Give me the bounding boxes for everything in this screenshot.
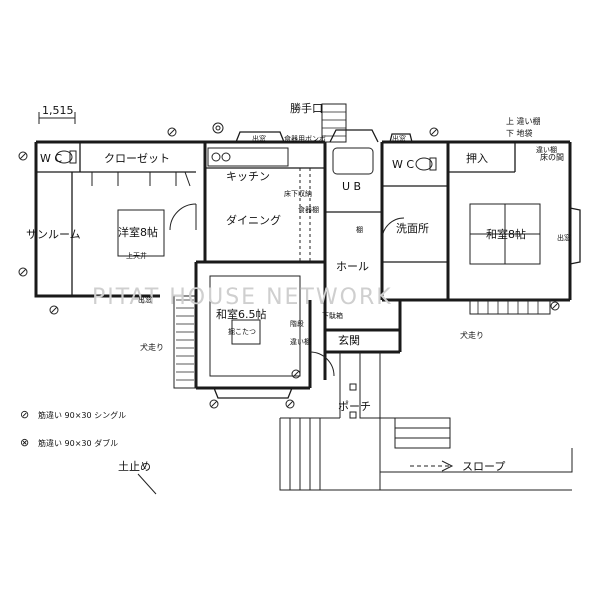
note-kaidan: 階段 [290,319,304,328]
note-chigaidana-right: 違い棚 [536,145,557,154]
note-horikotatsu: 掘こたつ [228,327,256,336]
label-genkan: 玄関 [338,333,360,347]
label-washitsu-center: 和室6.5帖 [216,307,267,321]
exterior-walls [34,140,572,390]
tatami-right [469,203,541,265]
door-swings [169,203,405,377]
note-dish-cabinet: 食器用ボンボ [284,134,326,143]
hatched-bands [173,103,551,389]
label-porch: ポーチ [338,400,371,413]
label-youshitsu: 洋室8帖 [118,225,158,239]
note-tenjou: 上天井 [126,251,147,260]
note-chigaidana-center: 違い棚 [290,337,311,346]
label-dining: ダイニング [226,213,281,227]
closet-doors [91,171,191,187]
note-tana: 棚 [356,225,363,234]
legend: ⊘ 筋違い 90×30 シングル ⊗ 筋違い 90×30 ダブル [20,408,126,449]
label-wc-left: W C [40,152,62,165]
note-demado-top-right: 出窓 [392,134,406,143]
tsuchidome-leader [137,473,157,495]
kitchen-fixtures [207,147,374,175]
note-demado-right: 出窓 [557,233,571,242]
legend-symbol-double: ⊗ [20,436,29,449]
toilet-fixtures [55,150,437,171]
label-kitchen: キッチン [226,170,270,183]
note-demado-left: 出窓 [138,295,152,304]
label-katteguchi: 勝手口 [290,101,323,115]
brace-markers [18,122,560,409]
note-yukashita: 床下収納 [284,189,312,198]
label-ub: U B [342,180,361,193]
note-ue-chigaidana: 上 違い棚 [506,116,541,126]
note-shita-jibukuro: 下 地袋 [506,128,533,138]
label-slope: スロープ [462,460,505,473]
label-sunroom: サンルーム [26,228,81,241]
label-hall: ホール [336,260,369,273]
porch-slope [279,352,573,491]
legend-symbol-single: ⊘ [20,408,29,421]
label-tokonoma: 床の間 [540,152,564,162]
note-inubashiri-left: 犬走り [140,342,164,352]
legend-text-single: 筋違い 90×30 シングル [38,410,126,420]
note-demado-top: 出窓 [252,134,266,143]
tatami-center [209,275,301,377]
label-washitsu-right: 和室8帖 [486,227,526,241]
dimension-label: 1,515 [42,104,74,117]
label-wc-right: W C [392,158,414,171]
label-senmenjo: 洗面所 [396,222,429,235]
legend-text-double: 筋違い 90×30 ダブル [38,438,118,448]
dimension-line [38,112,76,124]
note-inubashiri-right: 犬走り [460,330,484,340]
shelf-lines [299,168,311,262]
watermark: PITAT HOUSE NETWORK [92,285,393,310]
note-shokki: 食器棚 [298,205,319,214]
label-closet: クローゼット [104,152,170,165]
western-room-detail [117,209,165,257]
note-tsuchidome: 土止め [118,460,151,473]
note-getabako: 下駄箱 [322,311,343,320]
label-oshiire: 押入 [466,151,488,165]
